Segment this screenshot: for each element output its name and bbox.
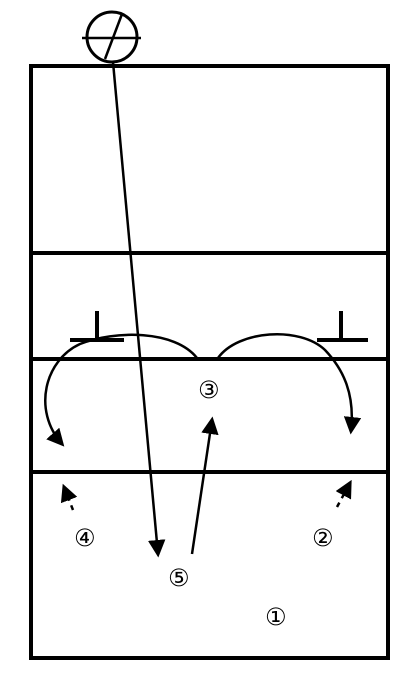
player-label-1: ①: [265, 603, 287, 631]
pass-arrow: [190, 416, 219, 555]
player-label-3: ③: [198, 376, 220, 404]
block-t-icon: [317, 311, 368, 342]
player-label-5: ⑤: [168, 564, 190, 592]
dashed-left-arrow: [60, 483, 78, 511]
crossed-circle-icon: [82, 10, 141, 64]
dashed-right-arrow: [335, 479, 352, 508]
serve-path-arrow: [111, 61, 166, 558]
player-label-4: ④: [74, 524, 96, 552]
block-t-icon: [70, 311, 124, 342]
right-curve-arrow: [216, 333, 362, 435]
court-outline: [29, 64, 390, 660]
player-label-2: ②: [312, 524, 334, 552]
left-curve-arrow: [44, 333, 198, 447]
